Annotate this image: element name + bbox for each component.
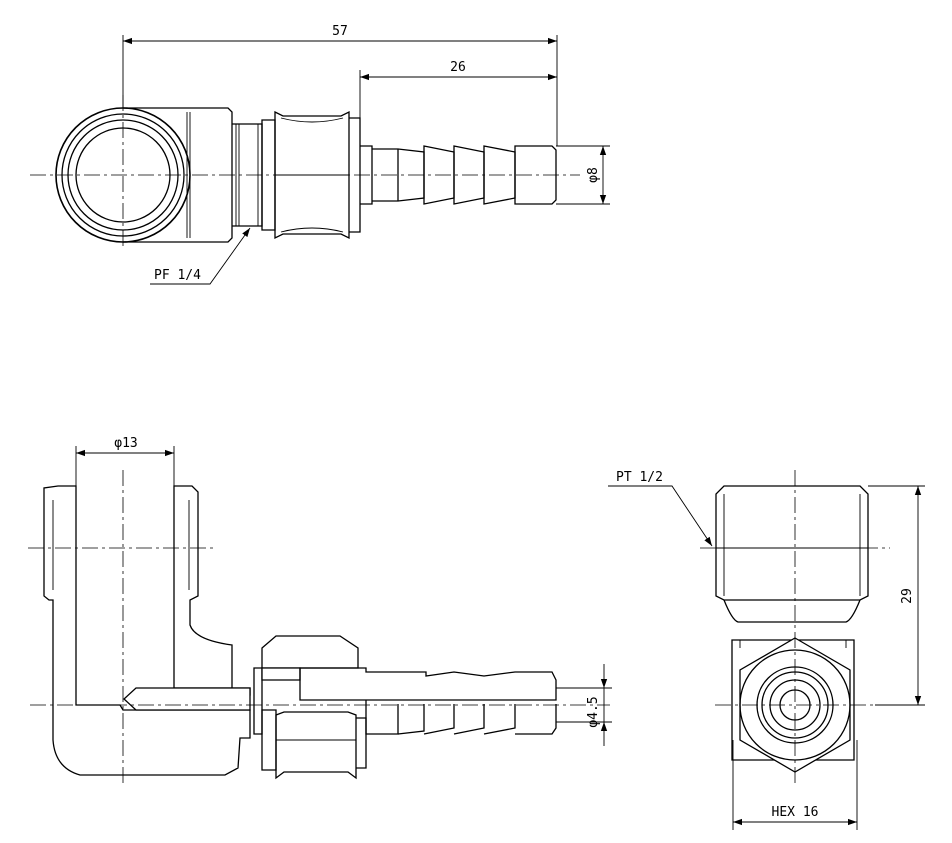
dim-bore-diameter: φ13 (114, 436, 137, 451)
dim-barb-length: 26 (450, 60, 466, 75)
top-dimensions: 57 26 φ8 PF 1/4 (122, 24, 610, 285)
end-view (700, 470, 890, 785)
section-view (28, 470, 610, 785)
callout-body-thread: PT 1/2 (616, 470, 663, 485)
section-dimensions: φ13 φ4.5 (75, 436, 612, 746)
top-view (30, 95, 580, 250)
dim-height: 29 (900, 588, 915, 604)
callout-nut-thread: PF 1/4 (154, 268, 201, 283)
dim-inner-diameter: φ4.5 (586, 696, 601, 727)
dim-overall-length: 57 (332, 24, 348, 39)
dim-barb-diameter: φ8 (586, 167, 601, 183)
end-dimensions: 29 HEX 16 PT 1/2 (608, 470, 925, 830)
dim-hex-size: HEX 16 (772, 805, 819, 820)
